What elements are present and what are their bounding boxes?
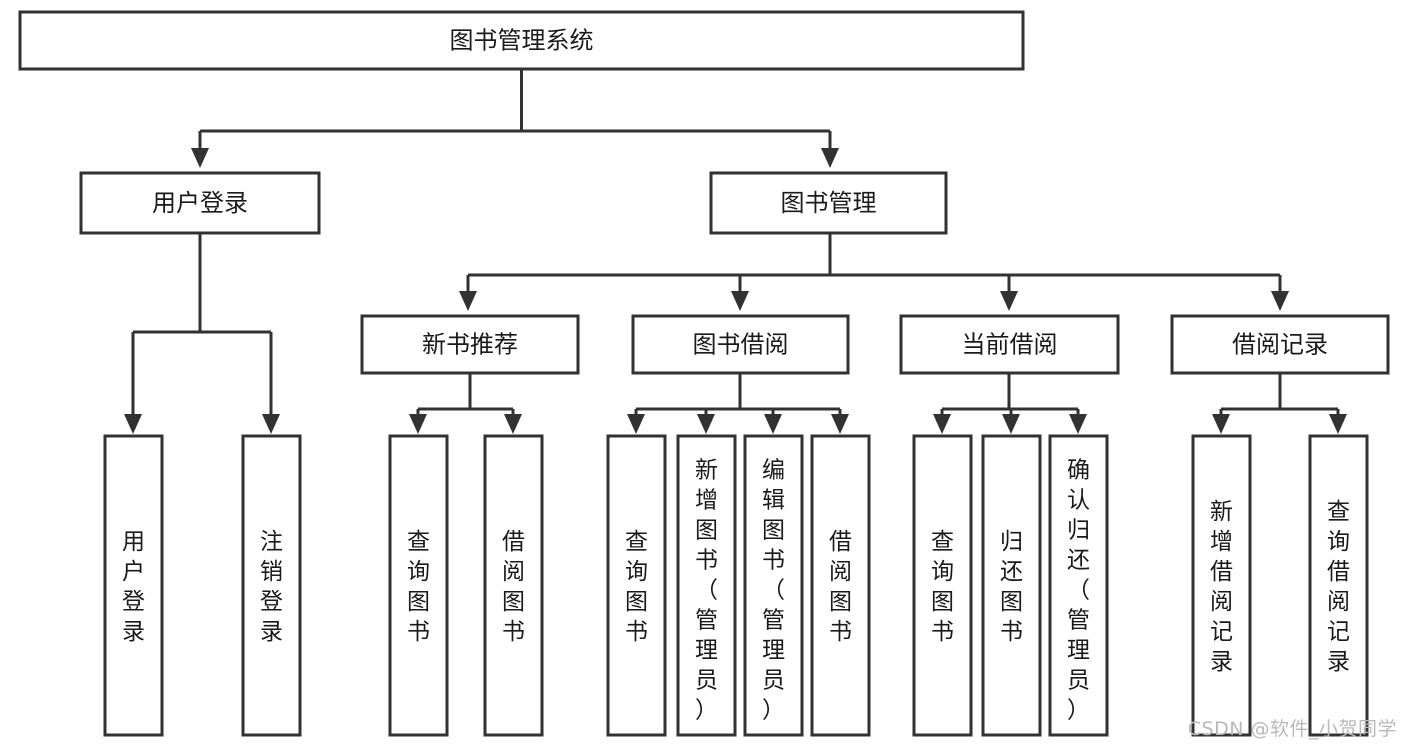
node-level2[interactable]: 新书推荐 xyxy=(360,314,580,375)
node-leaf[interactable]: 用户登录 xyxy=(103,434,164,737)
arrow-head-icon xyxy=(627,414,645,434)
node-label: 查询图书 xyxy=(407,529,430,645)
arrowhead-layer xyxy=(124,148,1347,434)
arrow-head-icon xyxy=(1212,414,1230,434)
node-box xyxy=(241,434,302,737)
node-leaf[interactable]: 归还图书 xyxy=(981,434,1042,737)
node-leaf[interactable]: 注销登录 xyxy=(241,434,302,737)
node-box xyxy=(743,434,804,737)
node-label: 用户登录 xyxy=(152,189,248,217)
arrow-head-icon xyxy=(821,148,839,168)
node-label: 新增借阅记录 xyxy=(1210,499,1233,675)
arrow-head-icon xyxy=(262,414,280,434)
node-box xyxy=(606,434,667,737)
node-box xyxy=(103,434,164,737)
node-label: 新增图书（管理员） xyxy=(695,457,718,723)
node-root[interactable]: 图书管理系统 xyxy=(18,10,1025,71)
arrow-head-icon xyxy=(831,414,849,434)
node-label: 借阅记录 xyxy=(1232,331,1328,359)
node-level1[interactable]: 用户登录 xyxy=(79,171,321,235)
node-label: 查询图书 xyxy=(625,529,648,645)
node-box xyxy=(1191,434,1252,737)
node-leaf[interactable]: 编辑图书（管理员） xyxy=(743,434,804,737)
node-leaf[interactable]: 查询图书 xyxy=(606,434,667,737)
arrow-head-icon xyxy=(504,414,522,434)
node-box xyxy=(1048,434,1109,737)
node-box xyxy=(899,314,1120,375)
node-label: 查询借阅记录 xyxy=(1327,499,1350,675)
node-box xyxy=(483,434,544,737)
node-label: 确认归还（管理员） xyxy=(1067,457,1090,723)
node-layer: 图书管理系统用户登录图书管理新书推荐图书借阅当前借阅借阅记录用户登录注销登录查询… xyxy=(18,10,1390,737)
node-box xyxy=(1308,434,1369,737)
node-level2[interactable]: 当前借阅 xyxy=(899,314,1120,375)
node-box xyxy=(79,171,321,235)
node-leaf[interactable]: 查询图书 xyxy=(912,434,973,737)
node-leaf[interactable]: 新增借阅记录 xyxy=(1191,434,1252,737)
arrow-head-icon xyxy=(1000,291,1018,311)
node-label: 当前借阅 xyxy=(962,331,1058,359)
node-box xyxy=(810,434,871,737)
node-label: 借阅图书 xyxy=(502,529,525,645)
arrow-head-icon xyxy=(409,414,427,434)
node-label: 注销登录 xyxy=(260,529,283,645)
arrow-head-icon xyxy=(459,291,477,311)
arrow-head-icon xyxy=(933,414,951,434)
node-leaf[interactable]: 查询图书 xyxy=(388,434,449,737)
node-box xyxy=(912,434,973,737)
node-box xyxy=(709,171,948,235)
arrow-head-icon xyxy=(1002,414,1020,434)
node-leaf[interactable]: 借阅图书 xyxy=(810,434,871,737)
node-level2[interactable]: 借阅记录 xyxy=(1170,314,1390,375)
node-label: 查询图书 xyxy=(931,529,954,645)
node-box xyxy=(18,10,1025,71)
arrow-head-icon xyxy=(697,414,715,434)
node-label: 用户登录 xyxy=(122,529,145,645)
node-label: 借阅图书 xyxy=(829,529,852,645)
arrow-head-icon xyxy=(731,291,749,311)
node-label: 编辑图书（管理员） xyxy=(762,457,785,723)
arrow-head-icon xyxy=(124,414,142,434)
node-box xyxy=(631,314,850,375)
arrow-head-icon xyxy=(764,414,782,434)
node-box xyxy=(1170,314,1390,375)
node-box xyxy=(676,434,737,737)
node-leaf[interactable]: 查询借阅记录 xyxy=(1308,434,1369,737)
node-level2[interactable]: 图书借阅 xyxy=(631,314,850,375)
node-box xyxy=(360,314,580,375)
arrow-head-icon xyxy=(1069,414,1087,434)
node-leaf[interactable]: 确认归还（管理员） xyxy=(1048,434,1109,737)
node-label: 图书借阅 xyxy=(693,331,789,359)
arrow-head-icon xyxy=(1271,291,1289,311)
node-box xyxy=(388,434,449,737)
node-level1[interactable]: 图书管理 xyxy=(709,171,948,235)
node-label: 图书管理 xyxy=(781,189,877,217)
arrow-head-icon xyxy=(191,148,209,168)
node-leaf[interactable]: 新增图书（管理员） xyxy=(676,434,737,737)
node-label: 图书管理系统 xyxy=(450,27,594,55)
node-label: 新书推荐 xyxy=(422,331,518,359)
csdn-watermark: CSDN @软件_小贺同学 xyxy=(1187,718,1397,740)
node-label: 归还图书 xyxy=(1000,529,1023,645)
arrow-head-icon xyxy=(1329,414,1347,434)
node-leaf[interactable]: 借阅图书 xyxy=(483,434,544,737)
node-box xyxy=(981,434,1042,737)
